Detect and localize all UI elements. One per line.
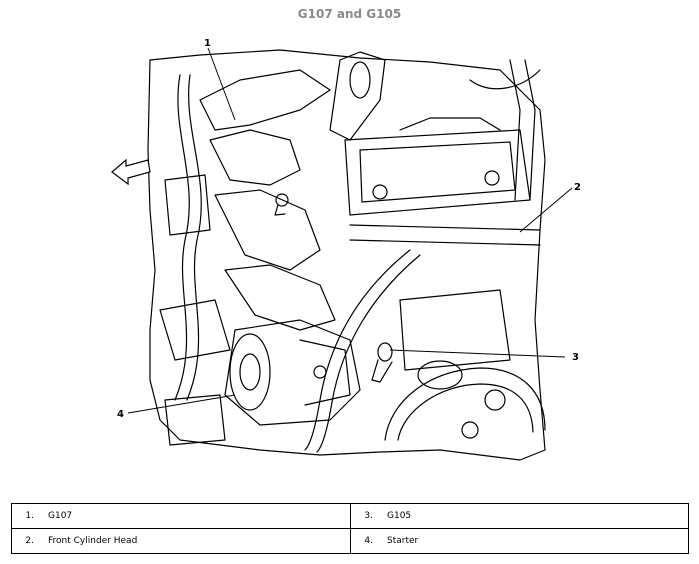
legend-number: 4. <box>364 536 373 546</box>
legend-number: 1. <box>25 511 34 521</box>
legend-label: Front Cylinder Head <box>48 536 138 546</box>
legend-row: 2. Front Cylinder Head 4. Starter <box>11 528 689 554</box>
callout-3: 3 <box>572 352 579 363</box>
legend-cell: 2. Front Cylinder Head <box>11 528 351 554</box>
callout-4: 4 <box>117 409 124 420</box>
legend-cell: 3. G105 <box>350 503 689 529</box>
legend-label: Starter <box>387 536 419 546</box>
legend-label: G107 <box>48 511 73 521</box>
legend-number: 3. <box>364 511 373 521</box>
callout-2: 2 <box>574 182 581 193</box>
legend-cell: 4. Starter <box>350 528 689 554</box>
legend-cell: 1. G107 <box>11 503 351 529</box>
diagram-title: G107 and G105 <box>297 7 402 21</box>
legend-row: 1. G107 3. G105 <box>11 503 689 529</box>
legend-number: 2. <box>25 536 34 546</box>
legend-label: G105 <box>387 511 412 521</box>
callout-1: 1 <box>204 38 211 49</box>
engine-illustration: 1 2 3 4 <box>111 38 581 461</box>
legend-table: 1. G107 3. G105 2. Front Cylinder Head 4. St… <box>11 503 689 554</box>
